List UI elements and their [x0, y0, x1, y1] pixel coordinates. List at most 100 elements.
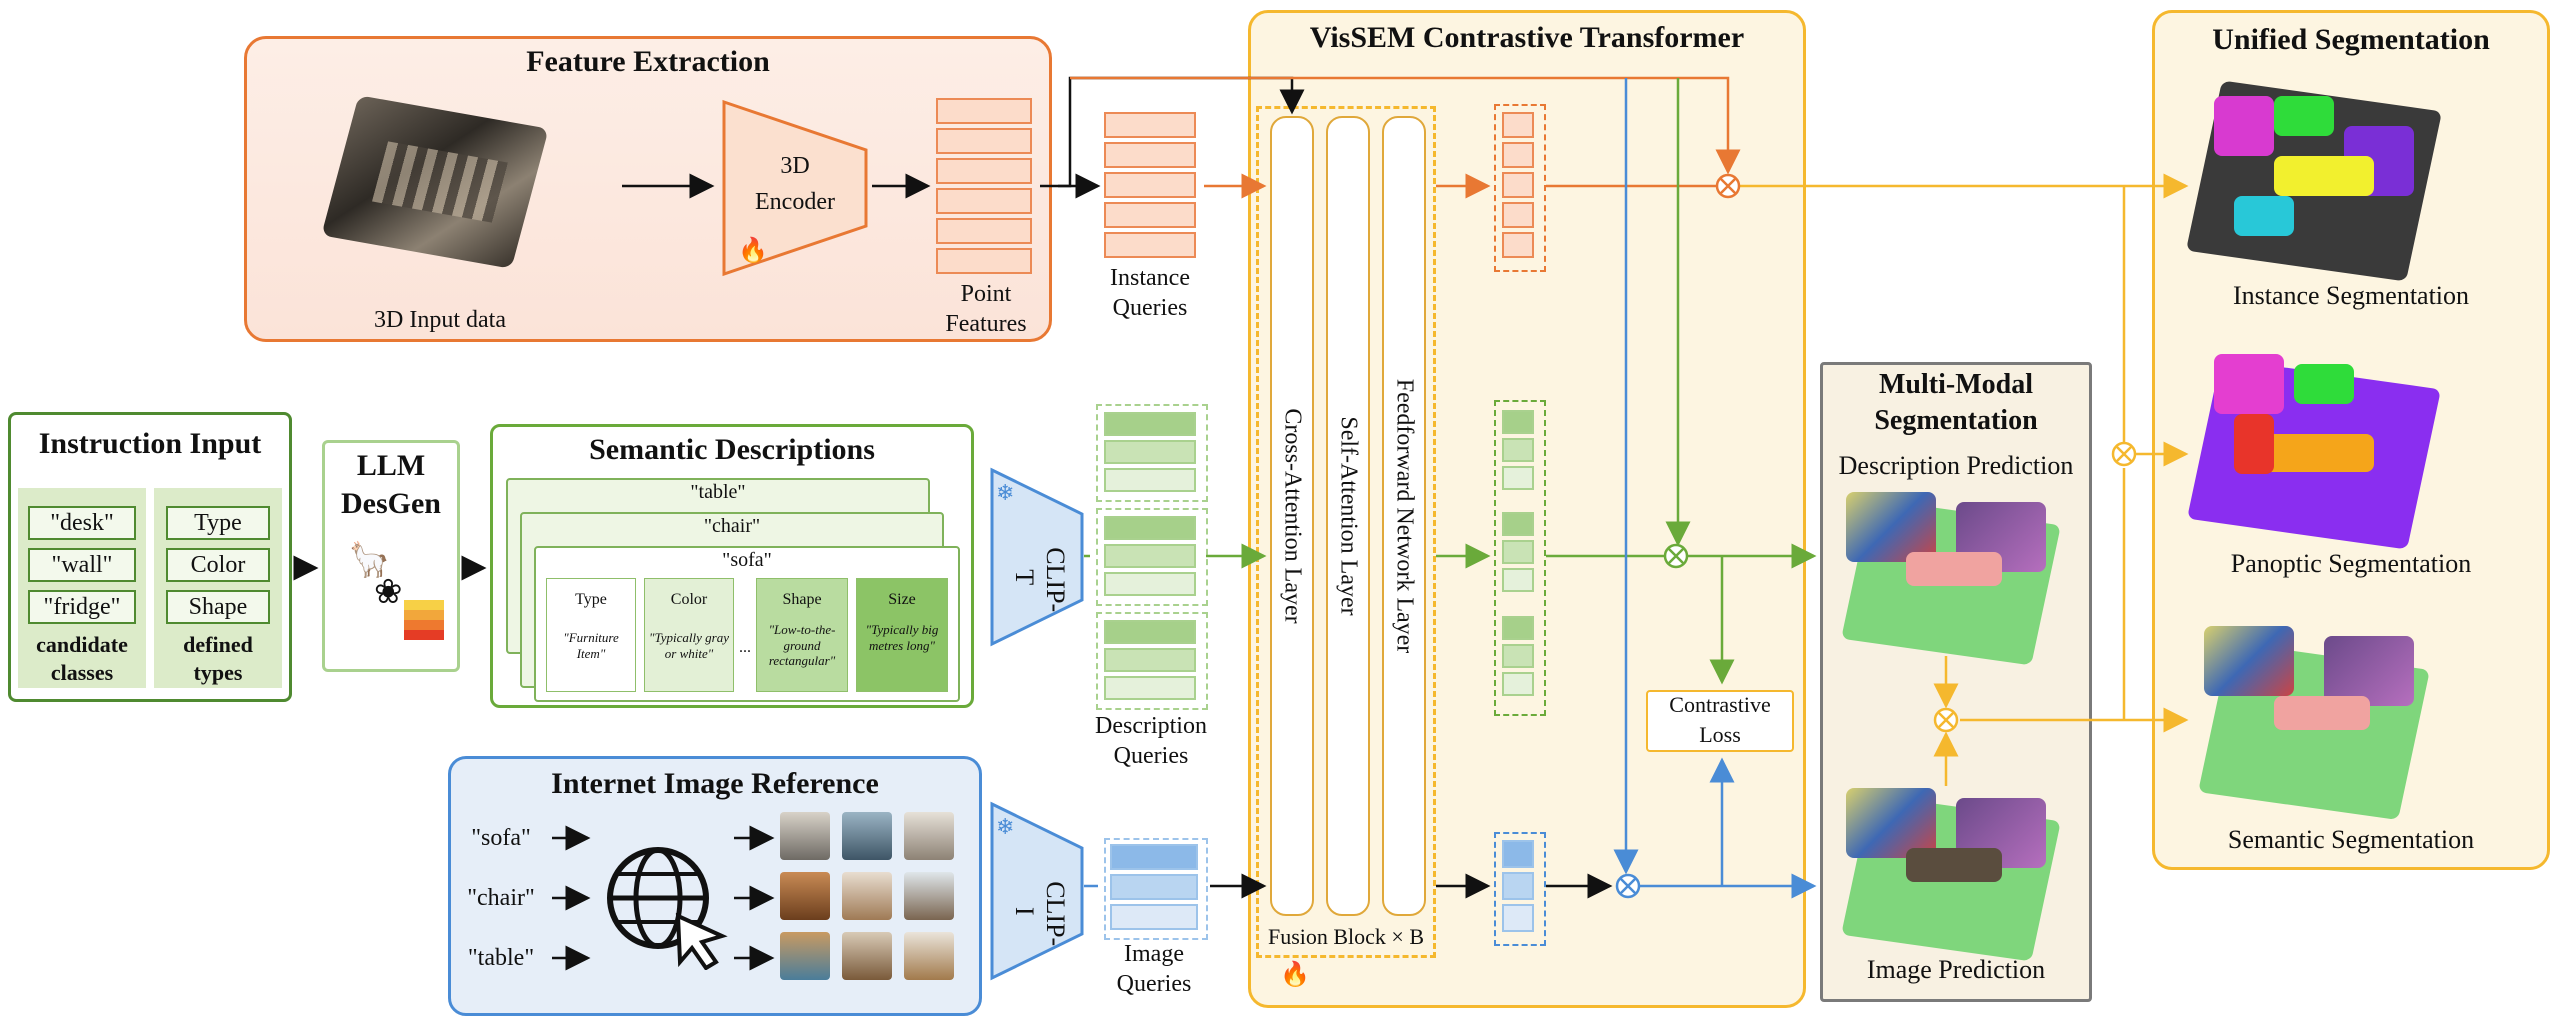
instance-queries-label-1: Instance: [1110, 265, 1190, 291]
types-caption-2: types: [193, 660, 243, 685]
transformer-title: VisSEM Contrastive Transformer: [1309, 21, 1745, 54]
desc-col-type-head: Type: [575, 591, 607, 608]
description-queries-group-1: [1096, 404, 1208, 502]
fire-icon: 🔥: [738, 238, 768, 264]
cross-attention-label: Cross-Attention Layer: [1279, 408, 1306, 624]
panoptic-segmentation-image: [2186, 354, 2442, 550]
desc-col-type: [546, 578, 636, 692]
description-output-queries: [1494, 400, 1546, 716]
instance-queries-label-2: Queries: [1112, 295, 1188, 321]
description-queries-label-1: Description: [1095, 713, 1207, 739]
image-queries-stack: [1104, 838, 1208, 940]
ref-image-sofa-2: [842, 812, 892, 860]
feature-extraction-title: Feature Extraction: [526, 45, 770, 78]
desc-col-type-body: "Furniture Item": [563, 630, 619, 661]
class-chip-fridge: "fridge": [28, 590, 136, 624]
3d-input-label: 3D Input data: [374, 307, 506, 333]
type-chip-type: Type: [166, 506, 270, 540]
fire-icon: 🔥: [1280, 962, 1310, 988]
type-chip-color: Color: [166, 548, 270, 582]
feedforward-layer: Feedforward Network Layer: [1382, 116, 1426, 916]
snowflake-icon: ❄: [996, 480, 1015, 505]
llama-icon: 🦙: [348, 542, 391, 579]
internet-query-sofa: "sofa": [471, 825, 531, 851]
contrastive-loss-box: [1646, 690, 1794, 752]
semantic-segmentation-image: [2194, 626, 2434, 821]
ref-image-sofa-1: [780, 812, 830, 860]
clip-t-encoder: [990, 467, 1084, 647]
desc-col-size: [856, 578, 948, 692]
3d-encoder-block: [722, 99, 868, 277]
instance-segmentation-label: Instance Segmentation: [2232, 281, 2470, 310]
image-output-queries: [1494, 832, 1546, 946]
feedforward-label: Feedforward Network Layer: [1391, 378, 1418, 654]
description-prediction-image: [1836, 492, 2062, 666]
openai-icon: ❀: [374, 574, 403, 611]
globe-cursor-icon: [607, 847, 728, 970]
description-queries-group-3: [1096, 612, 1208, 710]
class-chip-wall: "wall": [28, 548, 136, 582]
point-features-label-2: Features: [945, 311, 1027, 337]
classes-caption-1: candidate: [36, 632, 128, 657]
multimodal-title-2: Segmentation: [1874, 405, 2038, 436]
desc-col-shape-body: "Low-to-the-ground rectangular": [768, 622, 836, 669]
desc-card-sofa-title: "sofa": [722, 549, 772, 571]
desc-col-size-body: "Typically big metres long": [865, 622, 939, 653]
type-chip-shape: Shape: [166, 590, 270, 624]
desc-col-shape: [756, 578, 848, 692]
ref-image-chair-1: [780, 872, 830, 920]
fusion-block-label: Fusion Block × B: [1267, 924, 1425, 949]
internet-image-panel: Internet Image Reference: [448, 756, 982, 1016]
ref-image-table-1: [780, 932, 830, 980]
self-attention-label: Self-Attention Layer: [1335, 416, 1362, 616]
llm-label-1: LLM: [356, 449, 426, 482]
instruction-title: Instruction Input: [38, 427, 262, 460]
semantic-title: Semantic Descriptions: [589, 433, 875, 466]
description-queries-label-2: Queries: [1113, 743, 1189, 769]
point-features-label-1: Point: [960, 281, 1012, 307]
desc-ellipsis: ...: [739, 639, 751, 656]
clip-t-label: CLIP-T: [1010, 547, 1071, 613]
ref-image-chair-2: [842, 872, 892, 920]
description-prediction-label: Description Prediction: [1838, 451, 2074, 480]
internet-query-chair: "chair": [467, 885, 535, 911]
internet-title: Internet Image Reference: [551, 767, 879, 800]
image-queries-label-2: Queries: [1116, 971, 1192, 997]
class-chip-desk: "desk": [28, 506, 136, 540]
clip-i-label: CLIP-I: [1010, 881, 1071, 947]
encoder-label-2: Encoder: [755, 189, 835, 215]
desc-col-color-head: Color: [670, 591, 708, 608]
internet-query-table: "table": [467, 945, 535, 971]
desc-col-color-body: "Typically gray or white": [649, 630, 729, 661]
image-prediction-image: [1836, 788, 2062, 962]
ref-image-chair-3: [904, 872, 954, 920]
clip-i-encoder: [990, 801, 1084, 981]
contrastive-loss-label-2: Loss: [1699, 722, 1741, 747]
multimodal-title-1: Multi-Modal: [1879, 369, 2033, 400]
types-caption-1: defined: [183, 632, 253, 657]
classes-caption-2: classes: [50, 660, 114, 685]
panoptic-segmentation-label: Panoptic Segmentation: [2230, 549, 2472, 578]
contrastive-loss-label-1: Contrastive: [1669, 692, 1771, 717]
unified-title: Unified Segmentation: [2212, 23, 2490, 56]
ref-image-table-3: [904, 932, 954, 980]
semantic-segmentation-label: Semantic Segmentation: [2227, 825, 2475, 854]
desc-card-table-title: "table": [690, 481, 746, 503]
encoder-label-1: 3D: [780, 153, 810, 179]
cross-attention-layer: Cross-Attention Layer: [1270, 116, 1314, 916]
snowflake-icon: ❄: [996, 814, 1015, 839]
mistral-icon: [404, 600, 444, 640]
self-attention-layer: Self-Attention Layer: [1326, 116, 1370, 916]
desc-col-color: [644, 578, 734, 692]
ref-image-sofa-3: [904, 812, 954, 860]
3d-input-scene-image: [300, 92, 570, 292]
image-prediction-label: Image Prediction: [1866, 955, 2046, 984]
llm-label-2: DesGen: [341, 487, 441, 520]
desc-col-shape-head: Shape: [782, 591, 822, 608]
desc-col-size-head: Size: [888, 591, 916, 608]
desc-card-chair-title: "chair": [703, 515, 761, 537]
image-queries-label-1: Image: [1124, 941, 1184, 967]
instance-segmentation-image: [2185, 80, 2443, 282]
ref-image-table-2: [842, 932, 892, 980]
